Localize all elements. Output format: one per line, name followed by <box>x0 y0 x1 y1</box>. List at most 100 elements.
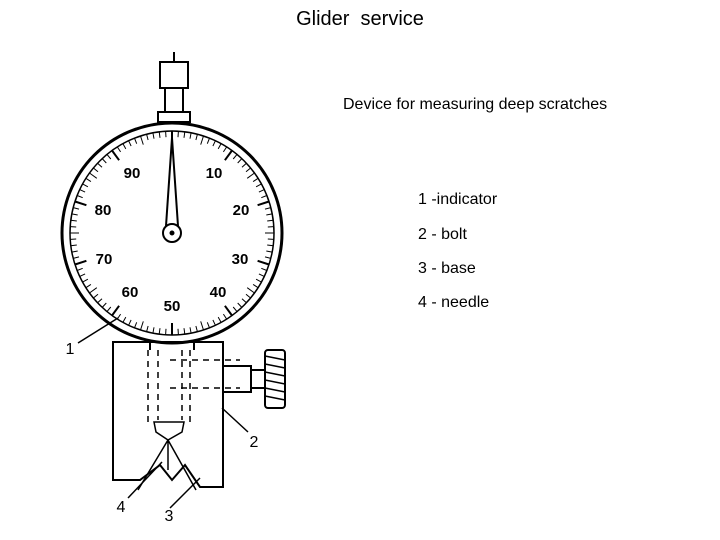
dial-tick <box>70 219 77 222</box>
dial-tick <box>246 172 255 179</box>
dial-tick <box>152 132 155 139</box>
dial-number-30: 30 <box>232 251 249 268</box>
bolt-knurled-head <box>264 349 286 409</box>
dial-tick <box>255 278 262 283</box>
dial-number-90: 90 <box>124 165 141 182</box>
dial-tick <box>158 328 161 335</box>
gauge-base-body <box>112 341 224 488</box>
dial-tick <box>79 273 86 277</box>
dial-tick <box>246 287 255 294</box>
dial-tick <box>252 283 259 289</box>
page-title: Glider service <box>296 8 424 30</box>
dial-tick <box>97 298 103 304</box>
dial-tick <box>200 135 204 145</box>
bolt-knurling <box>264 355 286 401</box>
dial-tick <box>217 316 222 323</box>
dial-tick <box>128 319 132 326</box>
dial-tick <box>267 219 274 222</box>
dial-tick <box>267 244 274 247</box>
dial-tick <box>111 149 120 161</box>
dial-tick <box>97 162 103 168</box>
dial-tick <box>206 322 210 328</box>
dial-tick <box>241 162 247 168</box>
dial-tick <box>106 154 112 160</box>
dial-tick <box>224 149 233 161</box>
dial-tick <box>241 298 247 304</box>
dial-tick <box>261 195 267 199</box>
dial-tick <box>93 167 99 173</box>
legend-item-base: 3 - base <box>418 260 476 277</box>
dial-tick <box>122 316 127 323</box>
dial-number-70: 70 <box>96 251 113 268</box>
dial-numbers: 10 20 30 40 50 60 70 80 90 <box>95 165 250 315</box>
dial-tick <box>189 327 192 334</box>
dial-tick <box>266 213 273 216</box>
dial-tick <box>85 177 92 183</box>
legend-item-bolt: 2 - bolt <box>418 226 467 243</box>
dial-tick <box>200 321 204 331</box>
needle-pivot <box>169 230 175 236</box>
dial-tick <box>71 250 78 253</box>
indicator-needle <box>164 137 180 227</box>
dial-tick <box>111 305 120 317</box>
dial-tick <box>77 195 83 199</box>
dial-tick <box>264 256 271 259</box>
dial-tick <box>222 146 228 153</box>
dial-number-10: 10 <box>206 165 223 182</box>
dial-tick <box>122 143 127 150</box>
dial-tick <box>79 189 86 193</box>
dial-tick <box>232 154 238 160</box>
dial-number-40: 40 <box>210 284 227 301</box>
dial-tick <box>195 134 198 141</box>
dial-tick <box>134 138 138 144</box>
dial-tick <box>70 244 77 247</box>
diagram-subtitle: Device for measuring deep scratches <box>343 96 608 113</box>
gauge-stem-base <box>157 111 191 123</box>
dial-number-80: 80 <box>95 202 112 219</box>
dial-tick <box>82 183 89 188</box>
dial-tick <box>146 325 149 332</box>
dial-tick <box>128 140 132 147</box>
dial-tick <box>217 143 222 150</box>
dial-tick <box>261 267 267 271</box>
dial-tick <box>189 132 192 139</box>
dial-tick <box>264 207 271 210</box>
base-internal-bore <box>147 350 240 425</box>
dial-number-60: 60 <box>122 284 139 301</box>
dial-tick <box>73 207 80 210</box>
dial-tick <box>195 325 198 332</box>
leader-line-3 <box>169 477 201 509</box>
legend-item-needle: 4 - needle <box>418 294 490 311</box>
dial-number-50: 50 <box>164 298 181 315</box>
dial-tick <box>77 267 83 271</box>
dial-tick <box>212 140 216 147</box>
dial-tick <box>158 131 161 138</box>
dial-tick <box>232 306 238 312</box>
dial-tick <box>257 259 270 266</box>
dial-tick <box>222 313 228 320</box>
dial-tick <box>224 305 233 317</box>
dial-tick <box>146 134 149 141</box>
dial-tick <box>106 306 112 312</box>
dial-tick <box>116 146 122 153</box>
dial-tick <box>101 302 107 308</box>
dial-tick <box>82 278 89 283</box>
dial-tick <box>89 287 98 294</box>
dial-tick <box>74 200 87 207</box>
leader-line-4 <box>127 461 163 499</box>
callout-3: 3 <box>165 508 174 525</box>
dial-tick <box>252 177 259 183</box>
dial-tick <box>266 250 273 253</box>
callout-4: 4 <box>117 499 126 516</box>
dial-tick <box>237 302 243 308</box>
leader-line-2 <box>221 407 249 433</box>
dial-tick <box>258 273 265 277</box>
dial-tick <box>212 319 216 326</box>
dial-number-20: 20 <box>233 202 250 219</box>
dial-tick <box>183 328 186 335</box>
dial-tick <box>73 256 80 259</box>
callout-1: 1 <box>66 341 75 358</box>
dial-tick <box>237 158 243 164</box>
dial-tick <box>255 183 262 188</box>
